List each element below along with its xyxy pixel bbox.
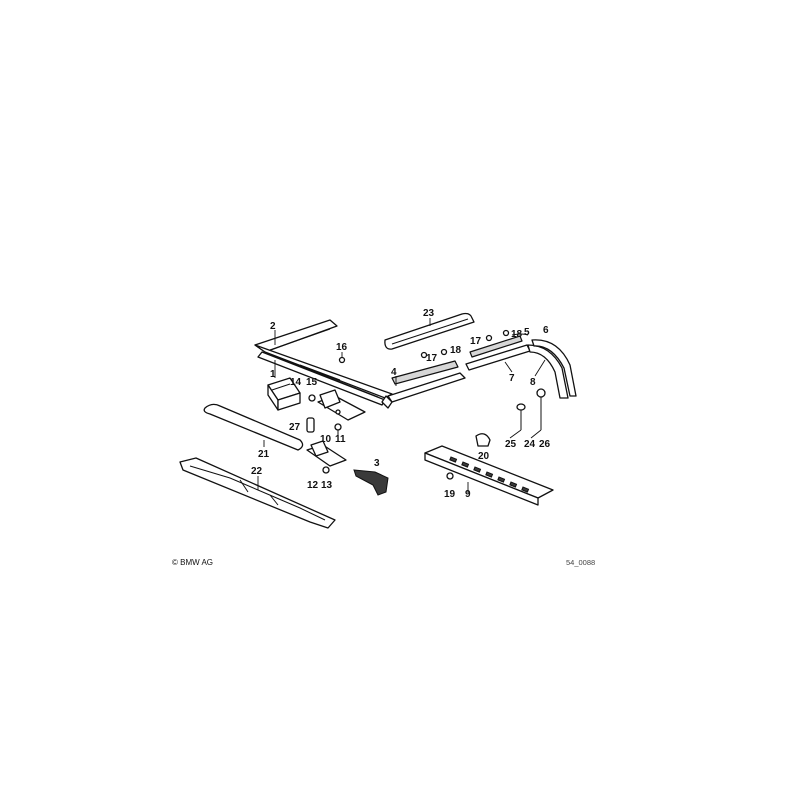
tray-slots	[449, 456, 530, 493]
callout-1: 1	[270, 369, 276, 380]
callouts: 1 2 3 4 5 6 7 8 9 10 11 12 13 14 15 16 1…	[251, 308, 551, 500]
callout-24: 24	[524, 439, 536, 450]
copyright-label: © BMW AG	[172, 558, 213, 567]
callout-4: 4	[391, 367, 397, 378]
callout-15: 15	[306, 377, 318, 388]
part-bracket-14	[267, 377, 301, 411]
part-curved-bow	[511, 333, 577, 399]
callout-21: 21	[258, 449, 270, 460]
part-nut-19	[446, 472, 454, 480]
callout-14: 14	[290, 377, 302, 388]
callout-2: 2	[270, 321, 276, 332]
part-screw-11	[334, 423, 342, 436]
part-clip-27	[306, 417, 315, 433]
callout-5: 5	[524, 327, 530, 338]
part-rail-7	[465, 335, 531, 371]
part-clip-20	[475, 433, 491, 447]
callout-25: 25	[505, 439, 517, 450]
callout-12: 12	[307, 480, 319, 491]
callout-26: 26	[539, 439, 551, 450]
part-frame-rail	[254, 319, 393, 406]
part-lower-panel-22	[179, 457, 336, 529]
callout-10: 10	[320, 434, 332, 445]
part-hinge-plate	[308, 389, 366, 421]
part-top-panel	[384, 312, 475, 350]
leader-lines	[257, 318, 546, 493]
callout-16: 16	[336, 342, 348, 353]
callout-18a: 18	[450, 345, 462, 356]
callout-7: 7	[509, 373, 515, 384]
part-cross-rail	[381, 360, 466, 409]
callout-18b: 18	[511, 329, 523, 340]
callout-8: 8	[530, 377, 536, 388]
part-lower-hinge	[306, 440, 347, 474]
callout-9: 9	[465, 489, 471, 500]
callout-27: 27	[289, 422, 301, 433]
callout-22: 22	[251, 466, 263, 477]
part-corner-3	[353, 469, 389, 496]
part-hardware-24-26	[516, 388, 546, 430]
callout-23: 23	[423, 308, 435, 319]
part-screws	[338, 329, 510, 364]
part-tray-9	[424, 445, 554, 506]
callout-17b: 17	[470, 336, 482, 347]
part-seal-21	[203, 403, 304, 451]
callout-6: 6	[543, 325, 549, 336]
callout-3: 3	[374, 458, 380, 469]
callout-19: 19	[444, 489, 456, 500]
callout-13: 13	[321, 480, 333, 491]
callout-11: 11	[335, 434, 346, 445]
callout-17a: 17	[426, 353, 438, 364]
figure-reference: 54_0088	[566, 558, 595, 567]
callout-20: 20	[478, 451, 490, 462]
